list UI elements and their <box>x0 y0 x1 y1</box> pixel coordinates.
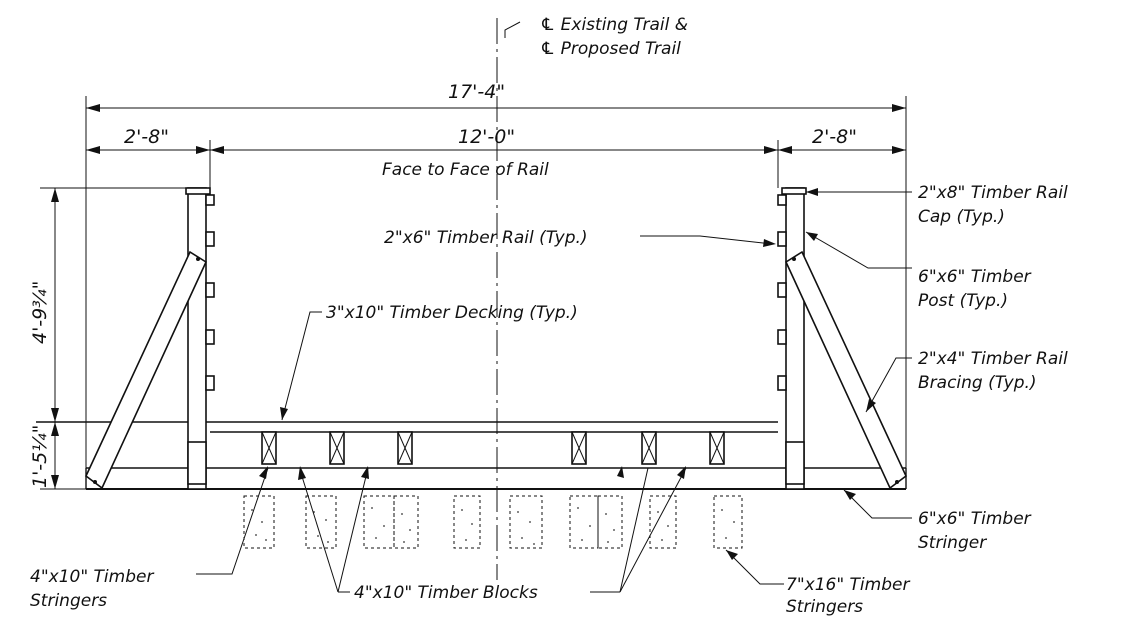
stringer6-leader <box>843 489 912 519</box>
timber-block <box>397 431 413 465</box>
left-offset-label: 2'-8" <box>124 126 169 148</box>
post-label-1: 6"x6" Timber <box>918 267 1032 287</box>
timber-block <box>641 431 657 465</box>
clear-width-note: Face to Face of Rail <box>382 160 549 180</box>
stringer-stipple <box>251 507 735 545</box>
bridge-structure <box>36 421 907 490</box>
deck-depth-label: 1'-5¼" <box>29 425 51 488</box>
post-label-2: Post (Typ.) <box>918 291 1008 311</box>
overall-width-label: 17'-4" <box>448 81 505 103</box>
existing-stringers <box>243 495 743 549</box>
rail-cap-leader <box>806 188 912 196</box>
rail-height-label: 4'-9¾" <box>29 281 51 344</box>
left-post <box>185 187 215 490</box>
right-post <box>777 187 807 490</box>
vertical-dimensions <box>40 187 210 490</box>
bracing-label-2: Bracing (Typ.) <box>918 373 1037 393</box>
rail-cap-label-1: 2"x8" Timber Rail <box>918 183 1068 203</box>
bracing-label-1: 2"x4" Timber Rail <box>918 349 1068 369</box>
stringers7-label-1: 7"x16" Timber <box>786 575 910 595</box>
bracing-leader <box>865 357 912 413</box>
left-bracing <box>85 250 208 490</box>
stringer6-label-1: 6"x6" Timber <box>918 509 1032 529</box>
overall-dimension <box>85 96 907 470</box>
clear-width-label: 12'-0" <box>458 126 515 148</box>
stringers4-leader <box>196 466 269 575</box>
timber-block <box>571 431 587 465</box>
decking-label: 3"x10" Timber Decking (Typ.) <box>326 303 578 323</box>
centerline-label-1: ℄ Existing Trail & <box>540 15 688 35</box>
blocks-leader <box>298 466 687 593</box>
rail-leader <box>640 235 776 247</box>
timber-block <box>709 431 725 465</box>
sub-dimensions <box>86 140 906 188</box>
stringers4-label-1: 4"x10" Timber <box>30 567 154 587</box>
centerline-leader <box>504 21 521 38</box>
centerline-label-2: ℄ Proposed Trail <box>540 39 681 59</box>
timber-block <box>329 431 345 465</box>
stringer6-label-2: Stringer <box>918 533 987 553</box>
rail-cap-label-2: Cap (Typ.) <box>918 207 1005 227</box>
decking-leader <box>280 311 322 421</box>
stringers7-label-2: Stringers <box>786 597 863 617</box>
right-bracing <box>784 250 907 490</box>
timber-blocks <box>261 431 725 465</box>
stringers7-leader <box>725 549 784 585</box>
right-offset-label: 2'-8" <box>812 126 857 148</box>
rail-label: 2"x6" Timber Rail (Typ.) <box>384 228 588 248</box>
post-leader <box>805 231 912 269</box>
blocks-label: 4"x10" Timber Blocks <box>354 583 538 603</box>
timber-block <box>261 431 277 465</box>
stringers4-label-2: Stringers <box>30 591 107 611</box>
